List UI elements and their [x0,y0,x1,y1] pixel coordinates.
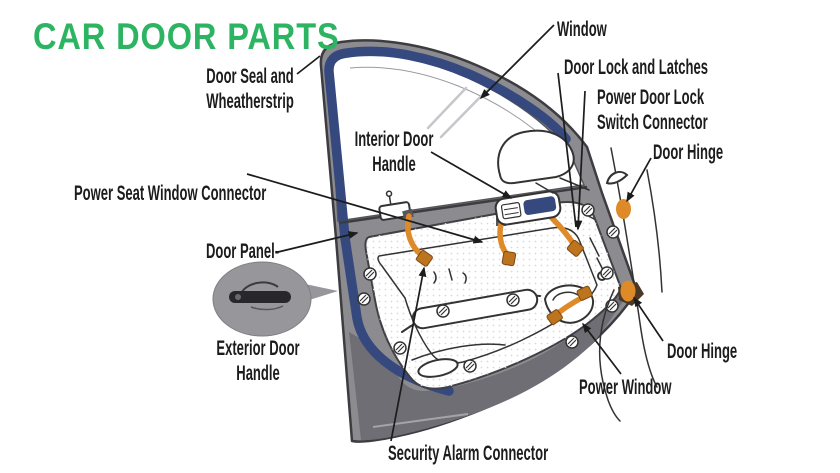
leader-door-hinge-top [626,157,652,203]
label-exterior-handle: Exterior Door Handle [216,337,300,385]
exterior-handle-inset [212,261,338,337]
leader-security-alarm [390,266,427,442]
door-seal-strip [324,46,571,396]
label-door-hinge-top: Door Hinge [653,141,724,164]
leader-door-lock [557,72,577,228]
label-power-window: Power Window [579,376,672,399]
label-door-seal: Door Seal and Wheatherstrip [206,65,294,113]
leader-door-hinge-bottom [633,296,664,342]
label-door-hinge-bottom: Door Hinge [667,340,738,363]
side-mirror [497,129,590,194]
label-door-lock: Door Lock and Latches [564,56,708,79]
leader-door-seal [296,55,321,75]
label-window: Window [557,18,607,41]
door-hinge-bottom-marker [620,280,636,302]
leader-lines [246,24,664,442]
leader-power-window [582,322,622,375]
page-title: CAR DOOR PARTS [33,16,340,57]
label-security-alarm: Security Alarm Connector [388,442,549,465]
label-power-seat: Power Seat Window Connector [74,182,267,205]
door-hinge-top-marker [616,199,631,219]
leader-interior-handle [430,151,513,199]
label-interior-handle: Interior Door Handle [354,128,434,176]
leader-power-door-lock [574,90,586,231]
body-pillar-and-hinges [598,147,663,422]
leader-door-panel [277,231,359,253]
label-door-panel: Door Panel- [206,240,280,263]
label-power-door-lock: Power Door Lock Switch Connector [597,86,708,134]
leader-window [479,24,555,100]
leader-power-seat [246,173,484,244]
interior-door-handle [494,190,562,226]
